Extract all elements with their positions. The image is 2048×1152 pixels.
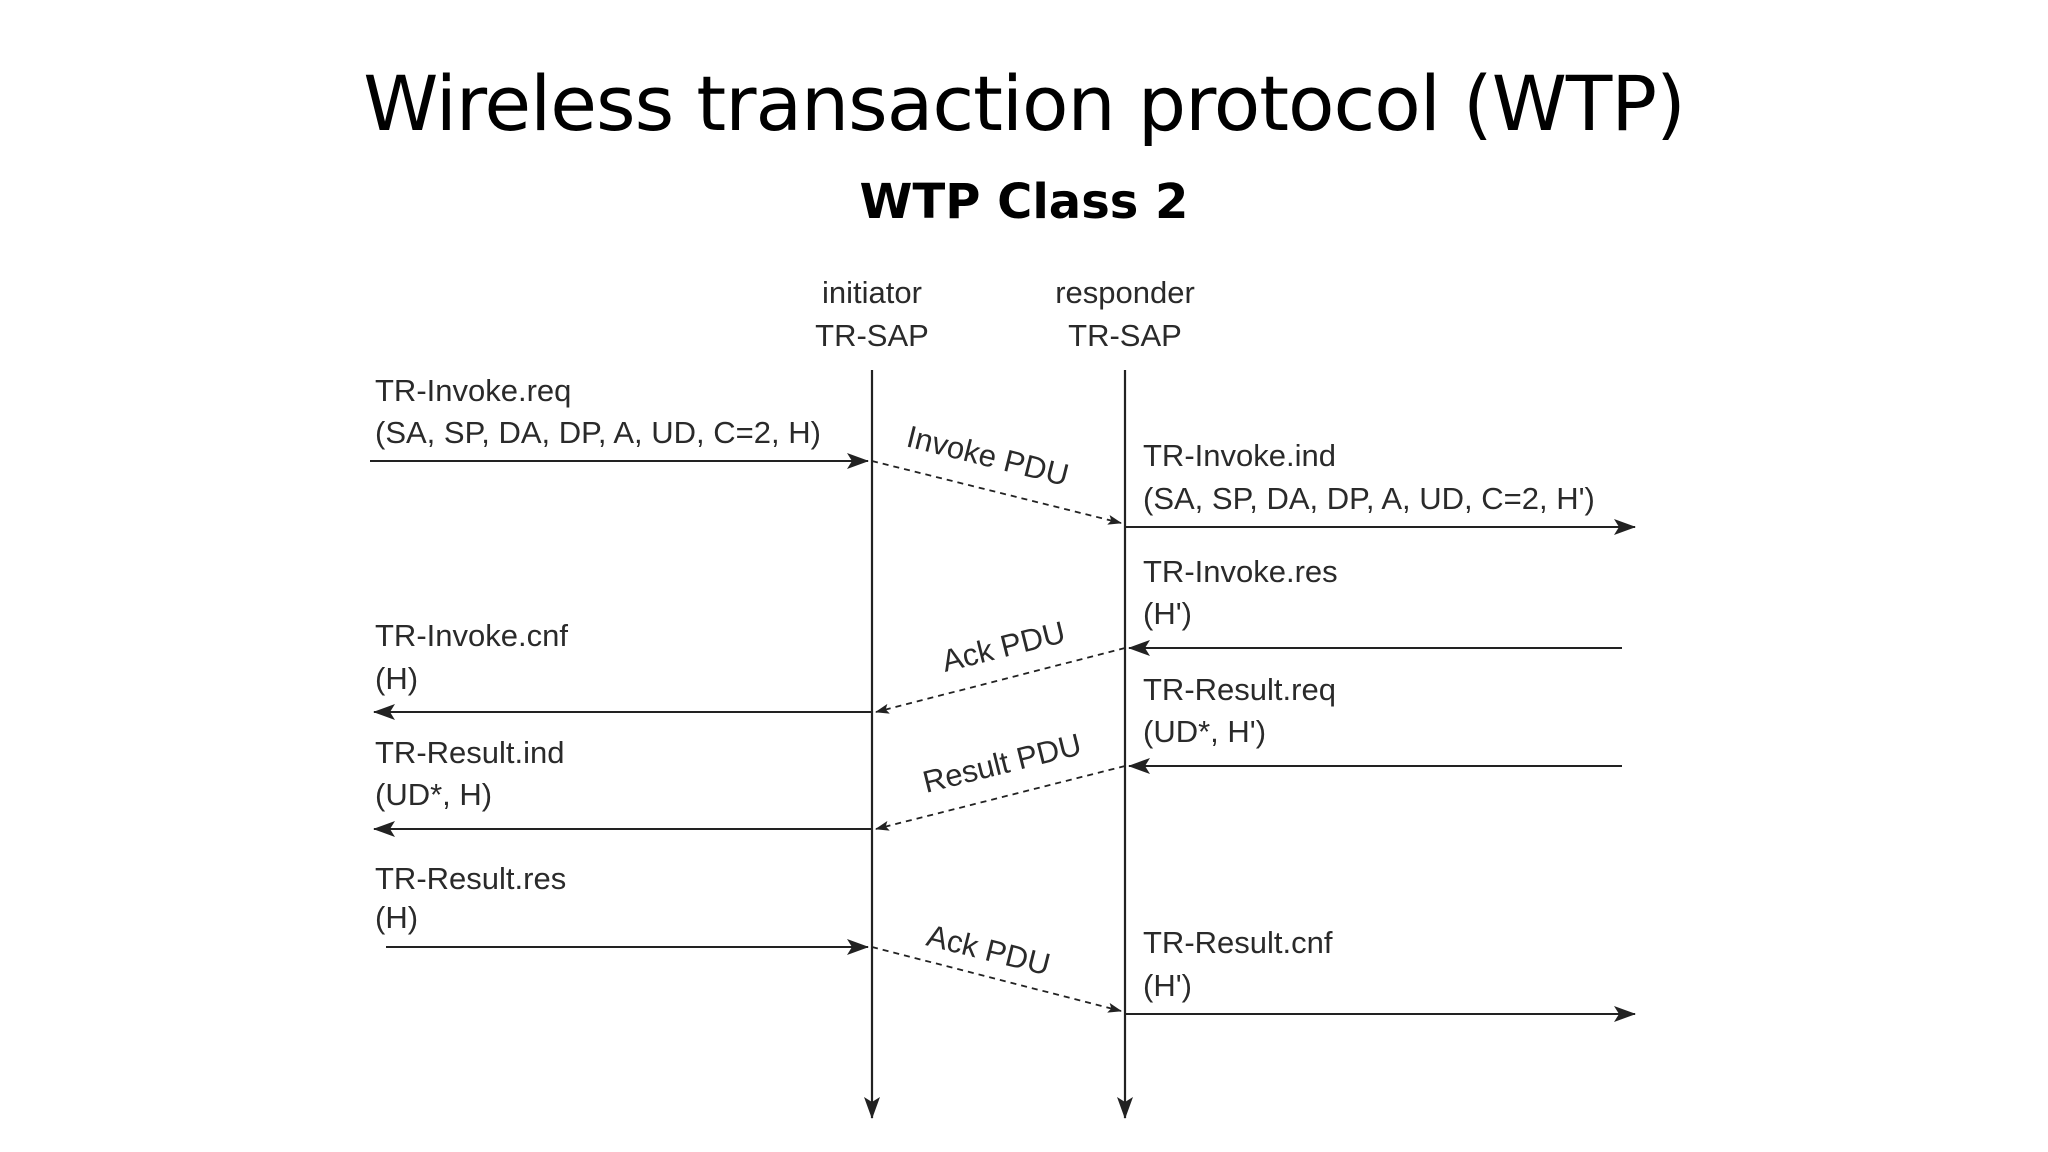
result-ind-label: TR-Result.ind [375, 735, 565, 770]
result-cnf-label: TR-Result.cnf [1143, 925, 1333, 960]
slide-title: Wireless transaction protocol (WTP) [363, 59, 1686, 148]
result-res-label: TR-Result.res [375, 861, 566, 896]
ack-pdu-2-label: Ack PDU [923, 918, 1053, 982]
invoke-res-label: TR-Invoke.res [1143, 554, 1338, 589]
ack-pdu-1-label: Ack PDU [938, 614, 1068, 678]
invoke-cnf-params: (H) [375, 661, 418, 696]
invoke-res-params: (H') [1143, 596, 1192, 631]
slide-subtitle: WTP Class 2 [859, 174, 1189, 230]
invoke-req-label: TR-Invoke.req [375, 373, 571, 408]
initiator-lane-label: initiator [822, 275, 922, 310]
result-pdu-arrow [875, 765, 1126, 831]
invoke-ind-params: (SA, SP, DA, DP, A, UD, C=2, H') [1143, 481, 1595, 516]
invoke-pdu-label: Invoke PDU [903, 419, 1072, 493]
initiator-lane-sap: TR-SAP [815, 318, 929, 353]
result-req-label: TR-Result.req [1143, 672, 1336, 707]
responder-lane-label: responder [1055, 275, 1195, 310]
result-pdu-label: Result PDU [919, 727, 1085, 800]
result-ind-params: (UD*, H) [375, 777, 492, 812]
invoke-pdu-arrow [871, 460, 1122, 525]
invoke-cnf-label: TR-Invoke.cnf [375, 618, 568, 653]
result-cnf-params: (H') [1143, 968, 1192, 1003]
result-res-params: (H) [375, 900, 418, 935]
ack-pdu-2-arrow [871, 946, 1122, 1013]
ack-pdu-1-arrow [875, 647, 1126, 714]
invoke-ind-label: TR-Invoke.ind [1143, 438, 1336, 473]
result-req-params: (UD*, H') [1143, 714, 1266, 749]
responder-lane-sap: TR-SAP [1068, 318, 1182, 353]
invoke-req-params: (SA, SP, DA, DP, A, UD, C=2, H) [375, 415, 821, 450]
